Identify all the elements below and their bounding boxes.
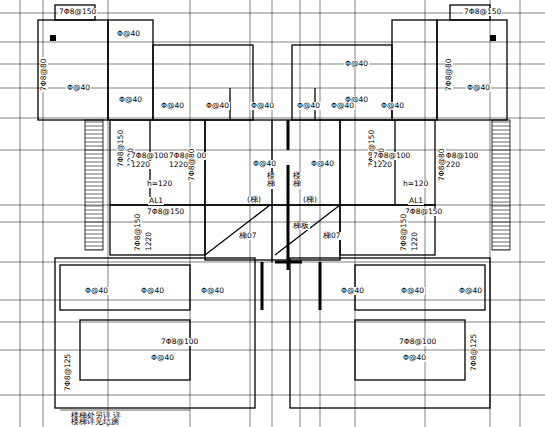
annotation-label: 7Φ8@80 bbox=[438, 148, 446, 183]
annotation-label: 7Φ8@150 bbox=[134, 213, 142, 252]
annotation-label: 7Φ8@80 bbox=[40, 58, 48, 93]
annotation-label: 7Φ8@100 bbox=[130, 152, 169, 160]
annotation-label: 7Φ8@150 bbox=[463, 8, 502, 16]
annotation-label: 7Φ8@125 bbox=[64, 353, 72, 392]
annotation-label: 7Φ8@150 bbox=[400, 213, 408, 252]
annotation-label: 7Φ8@100 bbox=[398, 338, 437, 346]
annotation-label: 梯07 bbox=[322, 232, 342, 240]
annotation-label: 7Φ8@150 bbox=[58, 8, 97, 16]
annotation-label: AL1 bbox=[148, 197, 164, 205]
annotation-label: 楼梯 bbox=[266, 172, 276, 189]
annotation-label: 7Φ8@125 bbox=[470, 333, 478, 372]
annotation-label: 7Φ8@80 bbox=[188, 148, 196, 183]
annotation-label: 7Φ8@100 bbox=[440, 152, 479, 160]
annotation-label: 1220 bbox=[145, 231, 153, 252]
annotation-label: Φ@40 bbox=[250, 102, 275, 110]
annotation-label: Φ@40 bbox=[66, 84, 91, 92]
annotation-label: Φ@40 bbox=[160, 102, 185, 110]
annotation-label: Φ@40 bbox=[84, 287, 109, 295]
annotation-label: (梯) bbox=[302, 196, 318, 204]
annotation-label: Φ@40 bbox=[330, 102, 355, 110]
annotation-label: 楼梯 bbox=[292, 172, 302, 189]
annotation-label: 7Φ8@150 bbox=[117, 129, 125, 168]
annotation-label: Φ@40 bbox=[310, 160, 335, 168]
annotation-label: Φ@40 bbox=[344, 60, 369, 68]
annotation-label: 1220 bbox=[168, 161, 189, 169]
annotation-label: Φ@40 bbox=[118, 96, 143, 104]
annotation-label: Φ@40 bbox=[200, 287, 225, 295]
annotation-label: Φ@40 bbox=[402, 354, 427, 362]
annotation-label: 楼梯详见结施 bbox=[70, 418, 120, 426]
annotation-label: Φ@40 bbox=[380, 102, 405, 110]
annotation-label: h=120 bbox=[402, 180, 429, 188]
annotation-label: 梯板 bbox=[292, 222, 310, 230]
annotation-label: 7Φ8@150 bbox=[404, 208, 443, 216]
annotation-label: h=120 bbox=[146, 180, 173, 188]
annotation-label: Φ@40 bbox=[252, 160, 277, 168]
annotation-label: 1220 bbox=[411, 231, 419, 252]
annotation-label: (梯) bbox=[246, 196, 262, 204]
annotation-label: 7Φ8@80 bbox=[445, 58, 453, 93]
annotation-label: Φ@40 bbox=[458, 287, 483, 295]
annotation-label: 1220 bbox=[372, 161, 393, 169]
annotation-label: Φ@40 bbox=[340, 287, 365, 295]
annotation-label: AL1 bbox=[408, 197, 424, 205]
annotation-label: Φ@40 bbox=[140, 287, 165, 295]
annotation-label: 7Φ8@100 bbox=[160, 338, 199, 346]
annotation-label: Φ@40 bbox=[116, 30, 141, 38]
annotation-label: 7Φ8@100 bbox=[372, 152, 411, 160]
annotation-label: Φ@40 bbox=[400, 287, 425, 295]
annotation-label: Φ@40 bbox=[205, 102, 230, 110]
annotation-label: Φ@40 bbox=[150, 354, 175, 362]
annotation-label: 7Φ8@150 bbox=[146, 208, 185, 216]
annotation-label: Φ@40 bbox=[296, 102, 321, 110]
annotation-label: 梯07 bbox=[238, 232, 258, 240]
annotation-label: Φ@40 bbox=[466, 84, 491, 92]
annotation-label: 1220 bbox=[130, 161, 151, 169]
